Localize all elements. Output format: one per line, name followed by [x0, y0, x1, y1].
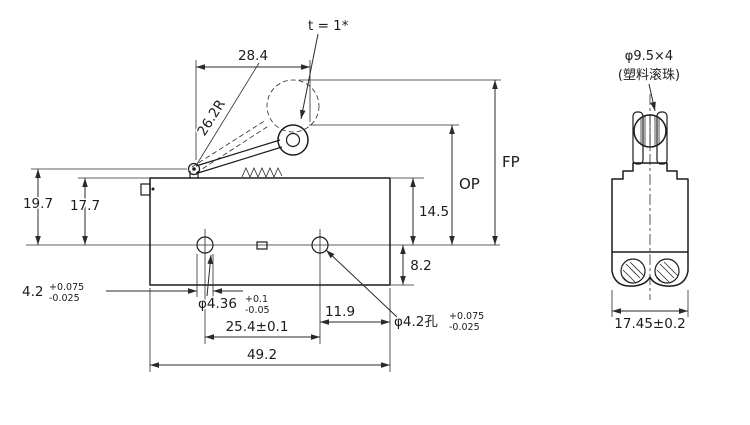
switch-body-outline [140, 171, 391, 286]
dim-label-19-7: 19.7 [23, 196, 53, 212]
dimension-height-17-7: 17.7 [68, 177, 150, 245]
dimension-lever-thickness: t = 1* [300, 17, 350, 120]
dimension-14-5: 14.5 [391, 177, 451, 245]
callout-roller-material: (塑料滚珠) [618, 67, 680, 83]
dimension-height-19-7: 19.7 [21, 168, 187, 245]
dim-label-14-5: 14.5 [419, 204, 449, 220]
terminal-hatching [620, 261, 679, 284]
dim-label-26-2R: 26.2R [194, 97, 228, 139]
dim-label-4-2-tol-minus: -0.025 [49, 293, 80, 304]
dim-label-thickness: t = 1* [308, 18, 349, 34]
dimension-lever-radius: 26.2R [193, 62, 260, 165]
dimension-lever-span: 28.4 [195, 47, 311, 160]
dim-label-25-4: 25.4±0.1 [226, 319, 289, 335]
dim-label-28-4: 28.4 [238, 48, 268, 64]
dim-label-49-2: 49.2 [247, 347, 277, 363]
side-body-outline [611, 162, 689, 287]
dimension-overall-width: 49.2 [149, 288, 391, 372]
dim-label-4-36-tol-minus: -0.05 [245, 305, 270, 316]
dim-label-17-45: 17.45±0.2 [614, 316, 685, 332]
lever-free-position-phantom [191, 79, 320, 174]
dimension-hole-pitch: 25.4±0.1 [205, 318, 320, 340]
dimension-hole-4-36: φ4.36 +0.1 -0.05 [197, 254, 271, 318]
roller-lever-assembly [187, 124, 309, 178]
dim-label-4-2: 4.2 [22, 284, 43, 300]
dim-label-fp: FP [502, 153, 520, 171]
dim-label-8-2: 8.2 [410, 258, 431, 274]
side-view: φ9.5×4 (塑料滚珠) 17.45±0.2 [611, 48, 689, 334]
dim-label-11-9: 11.9 [325, 304, 355, 320]
dimension-8-2: 8.2 [391, 245, 433, 286]
dim-label-op: OP [459, 175, 480, 193]
side-roller-assembly [632, 111, 668, 165]
dimension-overall-depth: 17.45±0.2 [611, 290, 689, 334]
mounting-holes [196, 236, 329, 254]
dim-label-4-2-hole-tol-minus: -0.025 [449, 322, 480, 333]
dim-label-4-36-tol-plus: +0.1 [245, 294, 268, 305]
dim-label-4-2-tol-plus: +0.075 [49, 282, 84, 293]
dim-label-4-2-hole-tol-plus: +0.075 [449, 311, 484, 322]
dimension-slot-4-2: 4.2 +0.075 -0.025 [21, 254, 243, 306]
front-view-centerlines [26, 229, 500, 344]
front-view: 28.4 t = 1* 26.2R 19.7 17.7 FP [21, 17, 521, 372]
dim-label-4-2-hole: φ4.2孔 [394, 314, 438, 330]
dim-label-17-7: 17.7 [70, 198, 100, 214]
dimension-fp: FP [299, 79, 521, 245]
dimension-mount-hole: φ4.2孔 +0.075 -0.025 [325, 249, 486, 335]
callout-roller-size: φ9.5×4 [625, 49, 673, 64]
dimension-op: OP [309, 124, 481, 245]
dim-label-4-36: φ4.36 [198, 296, 237, 312]
roller-callout: φ9.5×4 (塑料滚珠) [616, 48, 682, 112]
dimension-11-9: 11.9 [320, 303, 390, 325]
